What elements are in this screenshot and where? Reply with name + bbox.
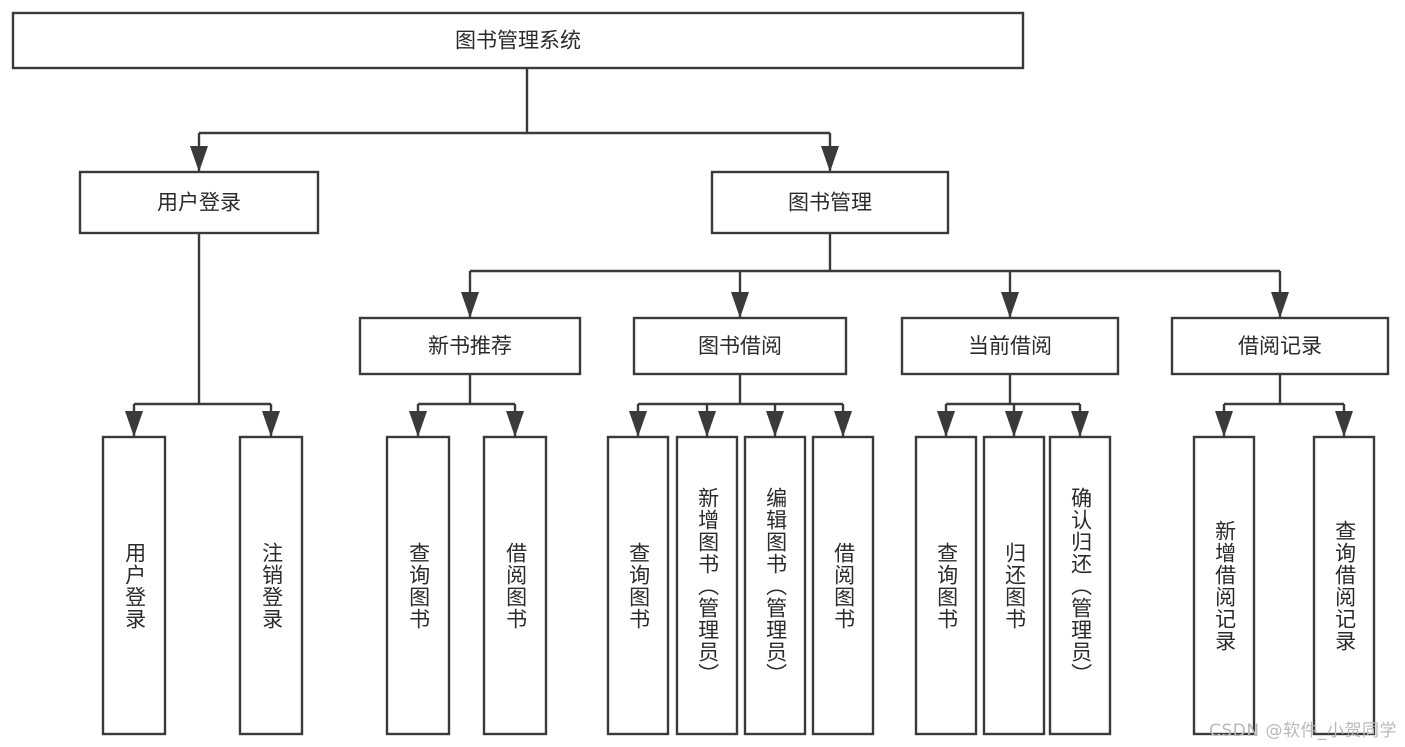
node-l2-box-user-login[interactable]	[78, 170, 320, 235]
node-leaf-box-leaf-query-book-3[interactable]	[914, 435, 978, 736]
arrow-head-icon	[1005, 411, 1023, 437]
node-leaf-box-leaf-borrow-book-2[interactable]	[811, 435, 875, 736]
node-l3-label-borrow-records: 借阅记录	[1238, 334, 1322, 358]
node-leaf-box-leaf-confirm-return-admin[interactable]	[1048, 435, 1112, 736]
node-l3-box-new-book-recommend[interactable]	[358, 316, 582, 376]
node-leaf-box-leaf-query-book-2[interactable]	[606, 435, 670, 736]
node-l3-label-new-book-recommend: 新书推荐	[428, 334, 512, 358]
node-l3-box-current-borrow[interactable]	[900, 316, 1120, 376]
node-l3-box-borrow-records[interactable]	[1170, 316, 1390, 376]
arrow-head-icon	[1271, 292, 1289, 318]
arrow-head-icon	[731, 292, 749, 318]
node-leaf-box-leaf-edit-book-admin[interactable]	[743, 435, 807, 736]
node-boxes-group	[11, 11, 1390, 736]
arrow-head-icon	[821, 146, 839, 172]
node-leaf-box-leaf-add-borrow-record[interactable]	[1192, 435, 1256, 736]
arrow-head-icon	[937, 411, 955, 437]
arrow-head-icon	[698, 411, 716, 437]
arrow-head-icon	[506, 411, 524, 437]
watermark-text: CSDN @软件_小贺同学	[1209, 721, 1397, 741]
node-leaf-box-leaf-logout-login[interactable]	[238, 435, 304, 736]
node-leaf-box-leaf-user-login[interactable]	[101, 435, 167, 736]
node-leaf-box-leaf-borrow-book-1[interactable]	[482, 435, 548, 736]
arrow-head-icon	[834, 411, 852, 437]
node-l3-label-book-borrow: 图书借阅	[698, 334, 782, 358]
node-leaf-box-leaf-query-borrow-record[interactable]	[1312, 435, 1376, 736]
node-root-box[interactable]	[11, 11, 1025, 70]
arrow-head-icon	[766, 411, 784, 437]
node-leaf-box-leaf-add-book-admin[interactable]	[675, 435, 739, 736]
node-l2-box-book-management[interactable]	[710, 170, 950, 235]
arrow-head-icon	[409, 411, 427, 437]
node-l3-label-current-borrow: 当前借阅	[968, 334, 1052, 358]
arrow-head-icon	[629, 411, 647, 437]
node-l3-box-book-borrow[interactable]	[632, 316, 848, 376]
connector-lines-group	[125, 68, 1353, 437]
node-leaf-box-leaf-return-book[interactable]	[982, 435, 1046, 736]
arrow-head-icon	[125, 411, 143, 437]
node-l2-label-book-management: 图书管理	[788, 191, 872, 215]
arrow-head-icon	[461, 292, 479, 318]
arrow-head-icon	[1001, 292, 1019, 318]
arrow-head-icon	[262, 411, 280, 437]
node-root-label: 图书管理系统	[455, 29, 581, 53]
arrow-head-icon	[1215, 411, 1233, 437]
arrow-head-icon	[1335, 411, 1353, 437]
node-leaf-box-leaf-query-book-1[interactable]	[385, 435, 451, 736]
arrow-head-icon	[190, 146, 208, 172]
arrow-head-icon	[1071, 411, 1089, 437]
node-l2-label-user-login: 用户登录	[157, 191, 241, 215]
